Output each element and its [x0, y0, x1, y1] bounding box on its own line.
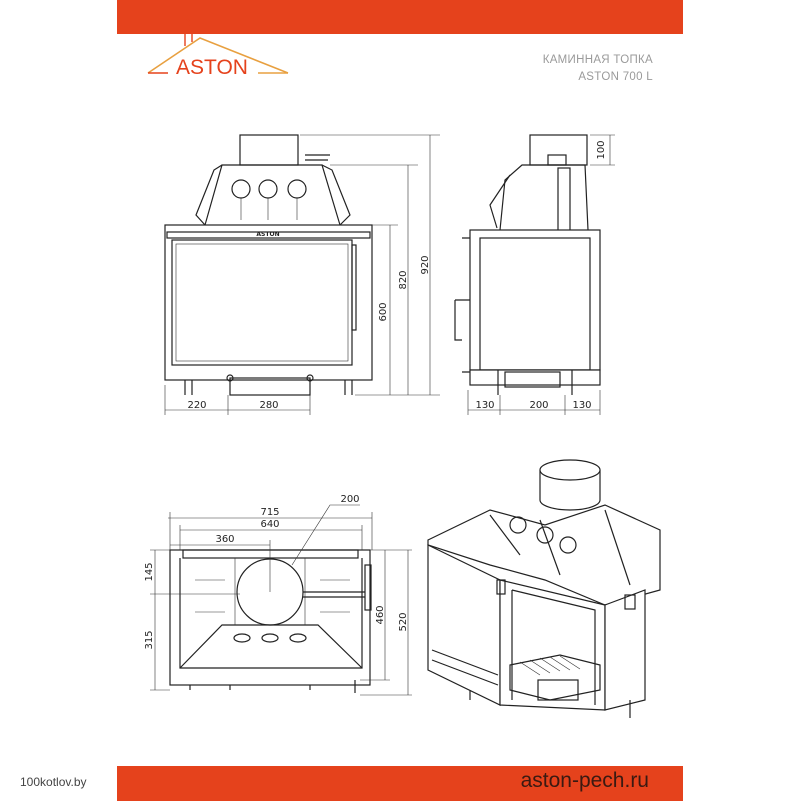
front-badge: ASTON — [256, 231, 279, 238]
dim-220: 220 — [187, 400, 206, 411]
dim-145: 145 — [144, 562, 155, 581]
isometric-view — [427, 459, 661, 718]
dim-920: 920 — [420, 255, 431, 274]
dim-460: 460 — [375, 605, 386, 624]
header-band — [117, 0, 683, 34]
product-model: ASTON 700 L — [578, 71, 653, 83]
dim-820: 820 — [398, 270, 409, 289]
dim-715: 715 — [260, 507, 279, 518]
logo-text: ASTON — [176, 56, 248, 79]
dim-315: 315 — [144, 630, 155, 649]
footer-band: aston-pech.ru — [117, 766, 683, 801]
front-view: ASTON 920 820 600 220 280 — [164, 134, 440, 415]
dim-360: 360 — [215, 534, 234, 545]
dim-100: 100 — [596, 140, 607, 159]
product-title: КАМИННАЯ ТОПКА ASTON 700 L — [470, 52, 653, 86]
aston-logo: ASTON — [147, 13, 289, 79]
product-type: КАМИННАЯ ТОПКА — [542, 54, 653, 66]
dim-200-flue: 200 — [340, 494, 359, 505]
dim-520: 520 — [398, 612, 409, 631]
dim-130-right: 130 — [572, 400, 591, 411]
watermark: 100kotlov.by — [20, 775, 87, 789]
top-view: 715 640 360 200 145 315 460 520 — [144, 494, 412, 696]
dim-600: 600 — [378, 302, 389, 321]
footer-site-link[interactable]: aston-pech.ru — [520, 769, 649, 792]
dim-280: 280 — [259, 400, 278, 411]
dim-200: 200 — [529, 400, 548, 411]
side-view: 100 130 200 130 — [454, 134, 615, 415]
dim-640: 640 — [260, 519, 279, 530]
dim-130-left: 130 — [475, 400, 494, 411]
